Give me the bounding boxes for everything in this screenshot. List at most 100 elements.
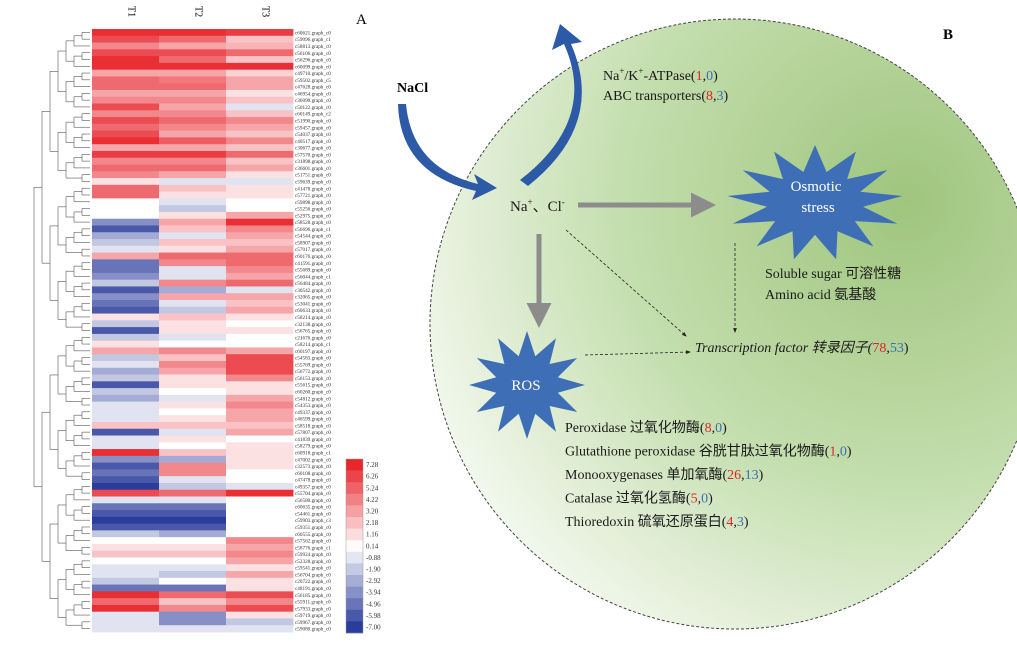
heatmap-cell [159,279,227,287]
heatmap-cell [226,550,294,558]
row-label: c55689.graph_c0 [295,268,331,274]
heatmap-cell [92,83,160,91]
heatmap-cell [92,117,160,125]
heatmap-cell [226,496,294,504]
row-label: c53041.graph_c0 [295,301,331,307]
heatmap-cell [226,42,294,50]
heatmap-cell [226,503,294,511]
row-dendrogram [33,32,90,629]
heatmap-cell [92,76,160,84]
heatmap-cell [226,49,294,57]
heatmap-cell [226,191,294,199]
row-label: c47628.graph_c0 [295,85,331,91]
row-label: c51751.graph_c0 [295,173,331,179]
heatmap-cell [92,571,160,579]
row-label: c54544.graph_c0 [295,234,331,240]
legend-tick-label: 3.20 [366,508,379,516]
color-scale-legend: 7.286.265.244.223.202.181.160.14-0.88-1.… [345,458,381,634]
heatmap-cell [92,428,160,436]
heatmap-cell [92,62,160,71]
heatmap-cell [159,571,227,579]
row-label: c55256.graph_c0 [295,207,331,213]
heatmap-cell [92,496,160,504]
row-label: c59924.graph_c0 [295,552,331,558]
heatmap-cell [159,564,227,572]
heatmap-cell [226,476,294,484]
heatmap-cell [92,469,160,477]
heatmap-cell [226,347,294,355]
heatmap-cell [159,496,227,504]
heatmap-cell [226,117,294,125]
row-label: c59351.graph_c0 [295,525,331,531]
row-label: c57933.graph_c0 [295,606,331,612]
heatmap-cell [226,618,294,626]
heatmap-cell [226,300,294,308]
enzyme-entry: Thioredoxin 硫氧还原蛋白(4,3) [565,514,749,530]
row-label: c59639.graph_c0 [295,179,331,185]
heatmap-cell [159,218,227,226]
row-label: c59903.graph_c3 [295,518,331,524]
row-label: c57721.graph_c0 [295,193,331,199]
heatmap-cell [159,42,227,50]
row-label: c55615.graph_c0 [295,383,331,389]
legend-swatch [346,493,363,506]
heatmap-cell [226,83,294,91]
heatmap-cell [92,123,160,132]
legend-swatch [346,598,363,611]
heatmap-cell [159,340,227,348]
heatmap-cell [92,516,160,524]
heatmap-cell [92,279,160,287]
legend-tick-label: -5.98 [366,612,381,620]
heatmap-cell [226,360,294,369]
heatmap-cell [92,245,160,253]
row-label: c47478.graph_c0 [295,478,331,484]
row-label: c46599.graph_c0 [295,417,331,423]
heatmap-cell [92,218,160,226]
heatmap-cell [159,469,227,477]
row-label: c54583.graph_c0 [295,356,331,362]
heatmap-cell [159,211,227,220]
column-label: T3 [260,6,271,17]
heatmap-cell [159,598,227,606]
heatmap-cell [92,537,160,545]
heatmap-cell [92,157,160,165]
heatmap-cell [159,543,227,552]
heatmap-cell [92,401,160,409]
heatmap-cell [159,510,227,518]
heatmap-cell [92,137,160,145]
row-label: c59898.graph_c0 [295,200,331,206]
heatmap-cell [159,347,227,355]
heatmap-cell [226,293,294,301]
row-label: c56765.graph_c0 [295,329,331,335]
heatmap-cell [226,279,294,287]
row-label: c59096.graph_c1 [295,37,331,43]
row-label: c57807.graph_c0 [295,430,331,436]
heatmap-cell [226,123,294,132]
ros-star [469,331,585,439]
row-label: c52328.graph_c0 [295,559,331,565]
amino-acid-text: Amino acid 氨基酸 [765,286,876,303]
row-label: c51990.graph_c0 [295,119,331,125]
heatmap-cell [159,374,227,382]
heatmap-cell [159,62,227,71]
heatmap-cell [226,56,294,64]
legend-swatch [346,586,363,599]
heatmap-cell [226,591,294,599]
heatmap-cell [159,421,227,430]
heatmap-cell [159,435,227,443]
heatmap-cell [159,83,227,91]
heatmap-cell [226,523,294,531]
heatmap-cell [226,543,294,552]
heatmap-cell [159,198,227,206]
row-label: c59457.graph_c0 [295,125,331,131]
legend-tick-label: 1.16 [366,531,379,539]
row-label: c60149.graph_c2 [295,112,331,118]
heatmap-cell [226,489,294,497]
heatmap-cell [92,252,160,260]
heatmap-cell [226,320,294,328]
heatmap-cell [226,401,294,409]
ions-to-tf-arrow [565,229,687,337]
legend-swatch [346,470,363,483]
row-label: c60635.graph_c0 [295,505,331,511]
heatmap-cell [92,408,160,416]
